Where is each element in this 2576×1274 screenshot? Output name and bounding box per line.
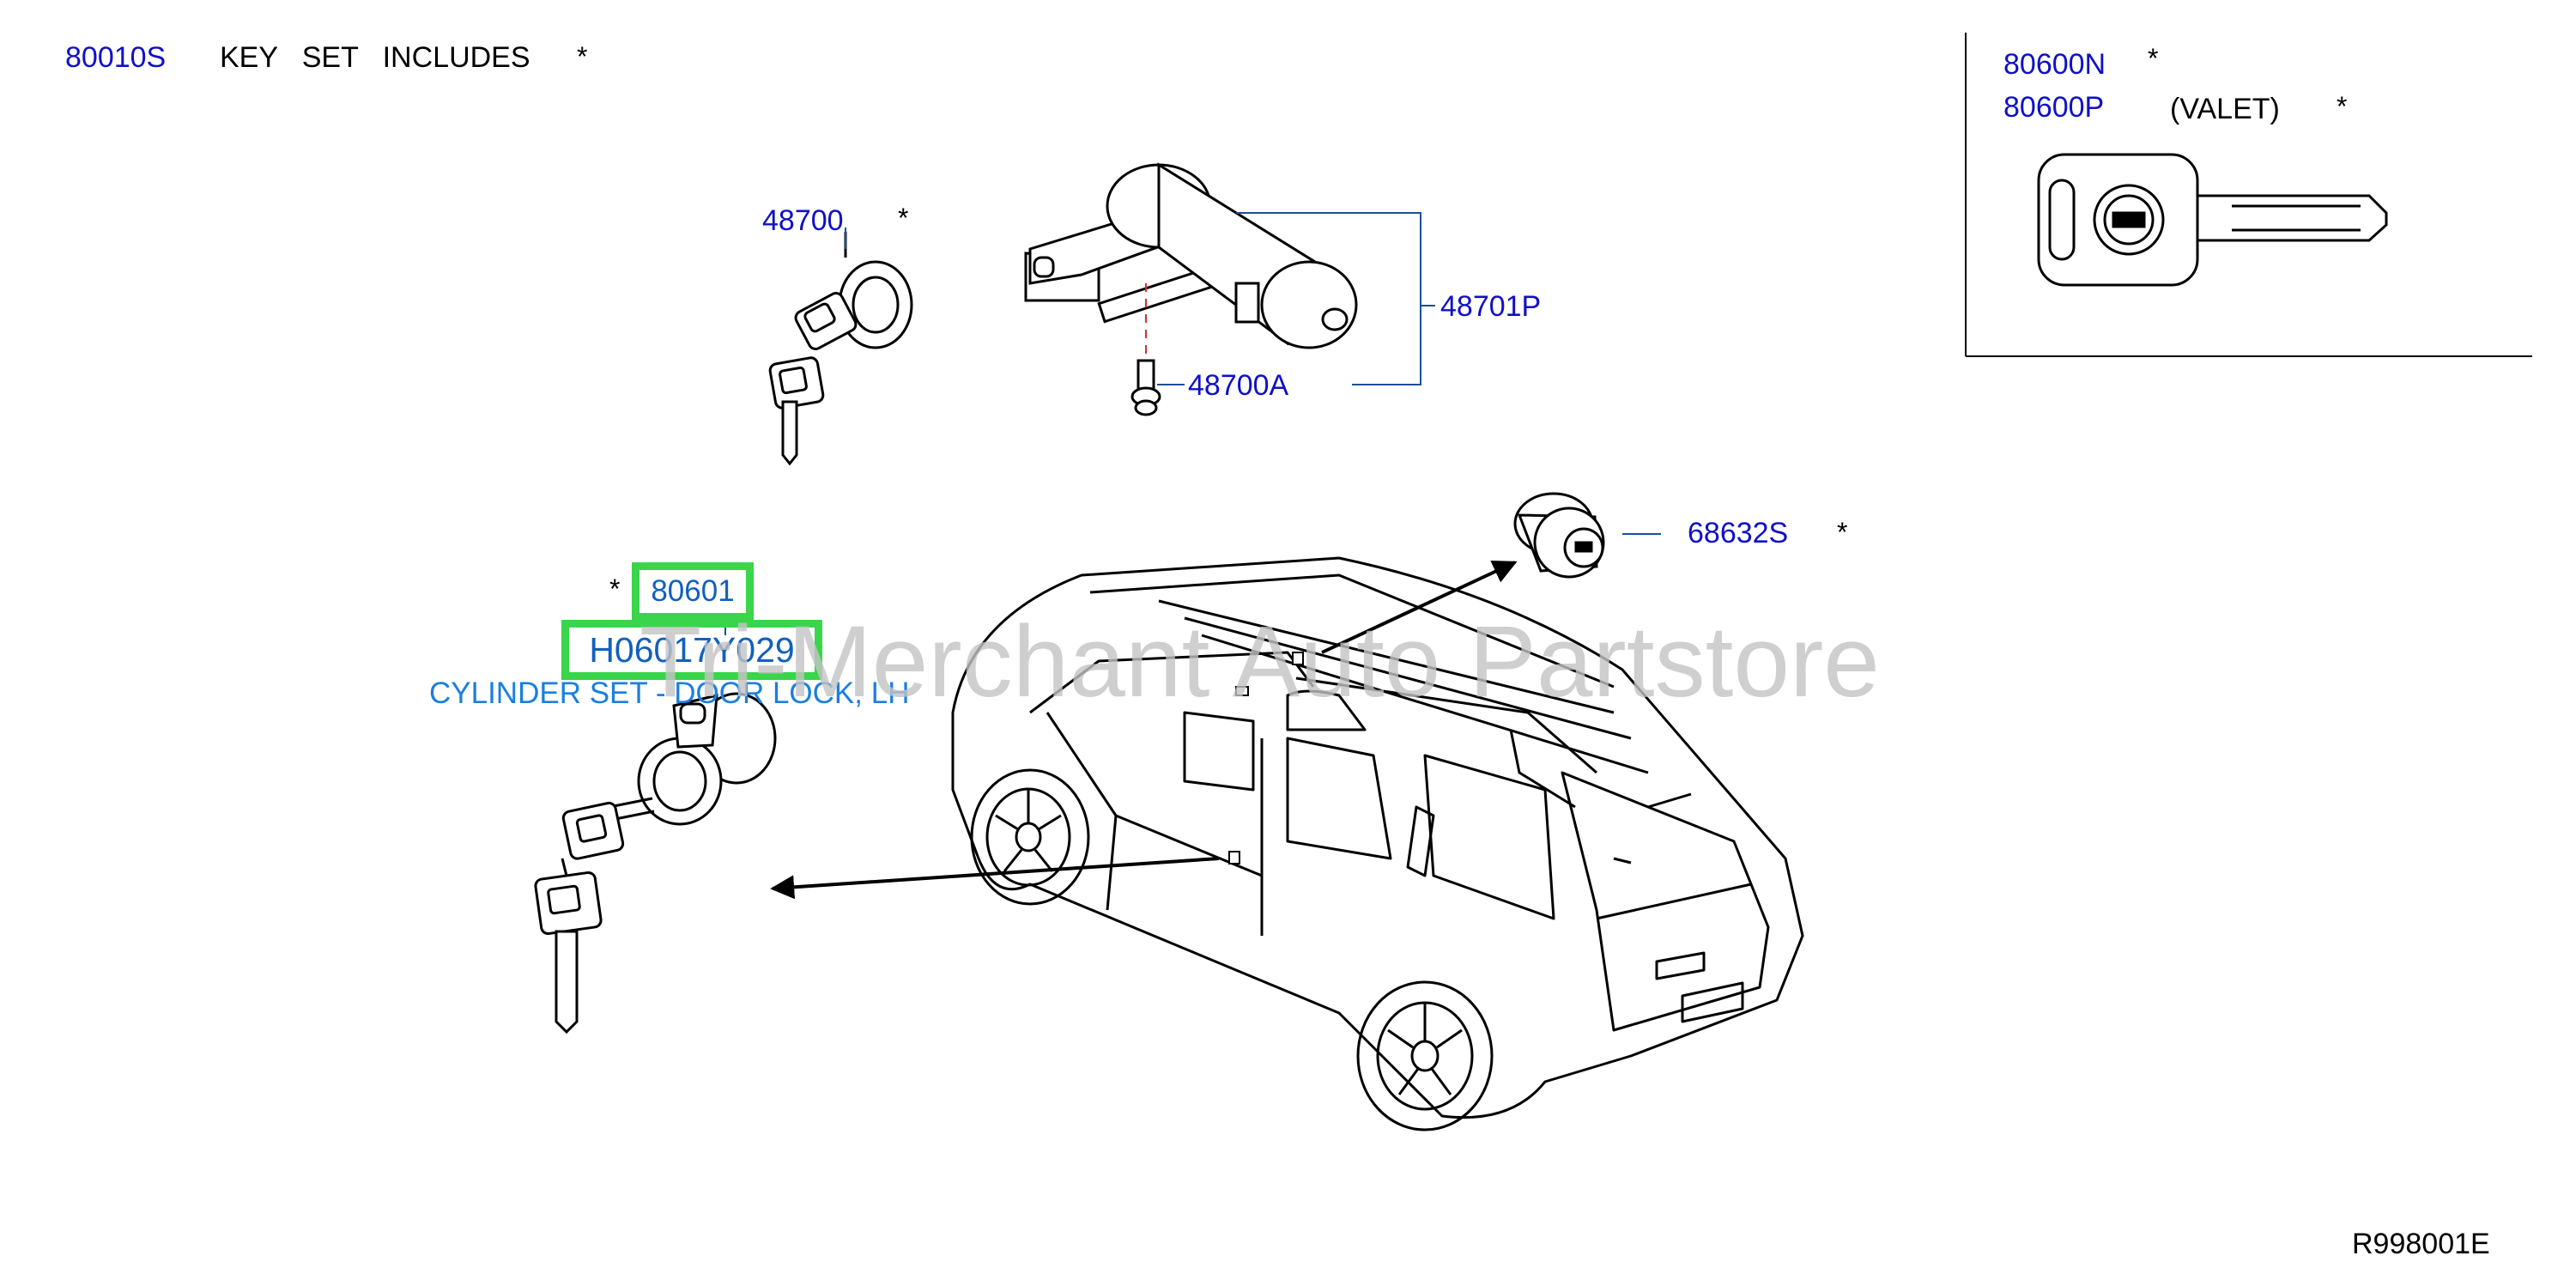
part-80600P-asterisk: * [2337, 91, 2348, 122]
part-48700[interactable]: 48700 [762, 204, 844, 237]
kit-asterisk: * [577, 41, 588, 72]
part-68632S[interactable]: 68632S [1688, 517, 1789, 549]
kit-description: KEY SET INCLUDES [220, 41, 530, 74]
callout-lines [724, 212, 1661, 635]
lock-marker-icons [1228, 652, 1304, 864]
part-48700A[interactable]: 48700A [1188, 369, 1289, 402]
door-cylinder-icon [534, 692, 777, 1034]
watermark: Tri-Merchant Auto Partstore [639, 605, 1880, 719]
part-48700-asterisk: * [898, 203, 909, 234]
ignition-cylinder-icon [768, 232, 913, 466]
arrow-to-door [770, 857, 1220, 900]
arrow-to-hatch [1321, 560, 1518, 654]
kit-part-number[interactable]: 80010S [65, 41, 167, 74]
ignition-housing-icon [1024, 162, 1358, 349]
keys-box-frame [1965, 33, 2532, 357]
vehicle-wheels [970, 768, 1494, 1131]
vehicle-illustration [951, 556, 1804, 1119]
part-80600N[interactable]: 80600N [2003, 48, 2106, 81]
part-68632S-asterisk: * [1837, 517, 1848, 548]
callout-80601[interactable]: 80601 [632, 562, 754, 621]
part-80600N-asterisk: * [2148, 43, 2159, 74]
part-80601-asterisk: * [609, 573, 621, 604]
valet-label: (VALET) [2170, 93, 2280, 125]
part-80600P[interactable]: 80600P [2003, 91, 2105, 124]
hatch-cylinder-icon [1513, 492, 1605, 579]
screw-icon [1130, 359, 1161, 416]
part-48701P[interactable]: 48701P [1440, 290, 1542, 323]
valet-key-icon [2037, 153, 2388, 287]
highlighted-part-number[interactable]: H06017Y029 [561, 620, 822, 680]
part-description: CYLINDER SET - DOOR LOCK, LH [429, 676, 910, 710]
diagram-reference: R998001E [2352, 1228, 2490, 1260]
